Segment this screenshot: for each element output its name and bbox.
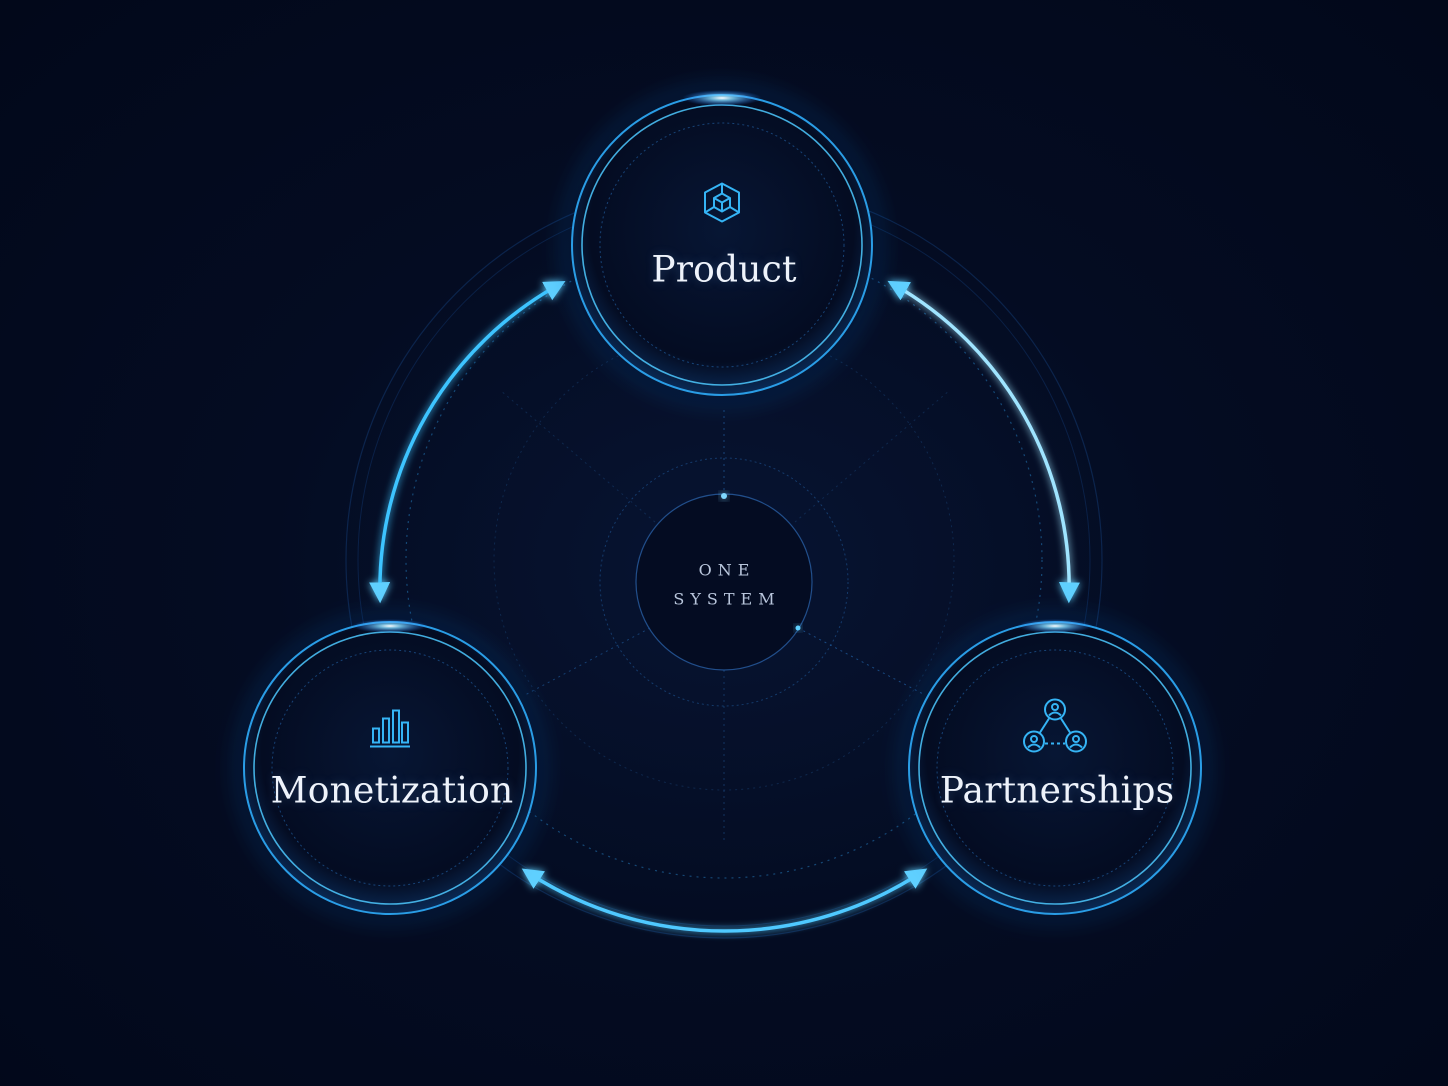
center-ring	[635, 493, 813, 671]
spoke-left	[524, 627, 651, 696]
center-label-line1: ONE	[698, 560, 756, 580]
people-network-icon	[1022, 698, 1088, 761]
partnerships-label: Partnerships	[939, 770, 1175, 812]
center-label-line2: SYSTEM	[673, 589, 781, 609]
bar-chart-icon	[368, 705, 412, 754]
arrow-monetization-product	[369, 280, 566, 604]
product-node[interactable]	[562, 85, 882, 405]
spoke-right	[797, 627, 926, 696]
center-top-dot	[721, 493, 727, 499]
center-outer-ring	[599, 457, 849, 707]
arrow-product-partnerships	[887, 280, 1080, 604]
partnerships-node[interactable]	[901, 614, 1209, 922]
cube-icon	[699, 180, 745, 231]
spoke-upper-left	[499, 389, 656, 523]
monetization-node[interactable]	[236, 614, 544, 922]
center-right-dot	[795, 625, 801, 631]
spoke-upper-right	[794, 389, 951, 523]
arrow-monetization-partnerships	[521, 868, 928, 933]
product-label: Product	[651, 249, 797, 291]
monetization-label: Monetization	[270, 770, 514, 812]
